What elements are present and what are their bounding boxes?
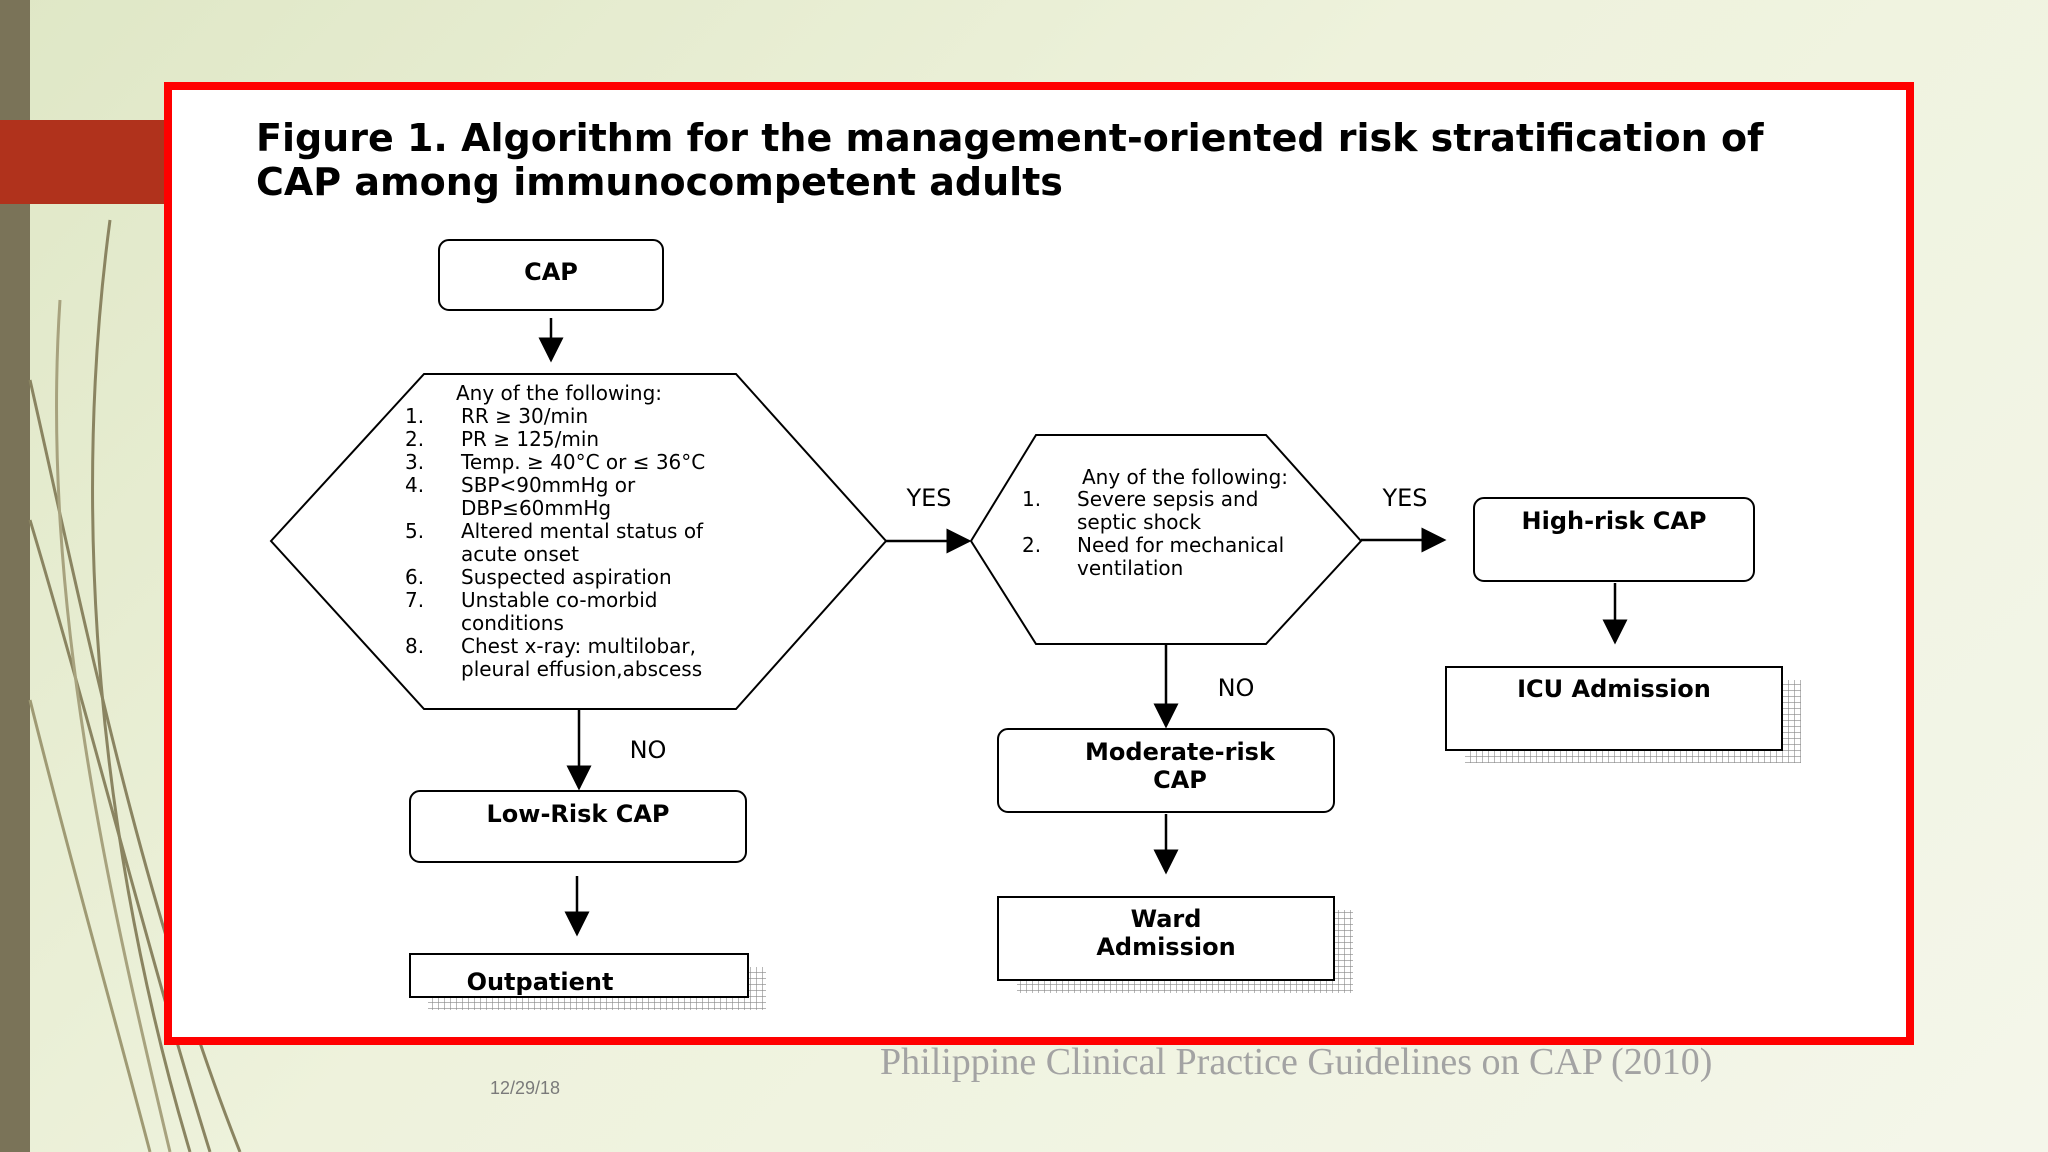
criterion-number: 5. bbox=[405, 519, 424, 543]
criterion-text: PR ≥ 125/min bbox=[461, 427, 599, 451]
criterion-number: 7. bbox=[405, 588, 424, 612]
high-risk-box bbox=[1473, 497, 1755, 582]
criterion-text: Temp. ≥ 40°C or ≤ 36°C bbox=[460, 450, 705, 474]
yes-label-1: YES bbox=[905, 484, 951, 512]
criterion-text: septic shock bbox=[1077, 510, 1202, 534]
criterion-text: pleural effusion,abscess bbox=[461, 657, 702, 681]
outpatient-label: Outpatient bbox=[467, 968, 614, 996]
cap-start-box bbox=[438, 239, 664, 311]
slide-date: 12/29/18 bbox=[490, 1078, 561, 1098]
yes-label-2: YES bbox=[1381, 484, 1427, 512]
criterion-text: RR ≥ 30/min bbox=[461, 404, 588, 428]
decision1-criteria: 1. RR ≥ 30/min 2. PR ≥ 125/min 3. Temp. ≥ 40°… bbox=[405, 404, 705, 681]
figure-title-line-2: CAP among immunocompetent adults bbox=[256, 160, 1063, 204]
moderate-risk-label-1: Moderate-risk bbox=[1085, 738, 1276, 766]
criterion-number: 2. bbox=[1022, 533, 1041, 557]
criterion-number: 1. bbox=[1022, 487, 1041, 511]
criterion-text: Altered mental status of bbox=[461, 519, 704, 543]
decision1-header: Any of the following: bbox=[456, 381, 662, 405]
cap-start-label: CAP bbox=[524, 258, 578, 286]
icu-label: ICU Admission bbox=[1517, 675, 1711, 703]
criterion-number: 4. bbox=[405, 473, 424, 497]
moderate-risk-box bbox=[997, 728, 1335, 813]
icu-box bbox=[1445, 666, 1783, 751]
decision2-header: Any of the following: bbox=[1082, 465, 1288, 489]
high-risk-label: High-risk CAP bbox=[1522, 507, 1707, 535]
figure-title-line-1: Figure 1. Algorithm for the management-o… bbox=[256, 116, 1764, 160]
criterion-text: conditions bbox=[461, 611, 564, 635]
figure-title: Figure 1. Algorithm for the management-o… bbox=[256, 116, 1856, 204]
low-risk-label: Low-Risk CAP bbox=[487, 800, 670, 828]
criterion-text: Unstable co-morbid bbox=[461, 588, 657, 612]
criterion-text: Severe sepsis and bbox=[1077, 487, 1258, 511]
moderate-risk-label-2: CAP bbox=[1153, 766, 1207, 794]
decorative-swooshes bbox=[28, 219, 242, 1152]
source-citation: Philippine Clinical Practice Guidelines … bbox=[880, 1041, 1713, 1083]
criterion-text: Suspected aspiration bbox=[461, 565, 672, 589]
criterion-text: SBP<90mmHg or bbox=[461, 473, 636, 497]
criterion-number: 6. bbox=[405, 565, 424, 589]
criterion-number: 8. bbox=[405, 634, 424, 658]
criterion-number: 1. bbox=[405, 404, 424, 428]
ward-label-1: Ward bbox=[1131, 905, 1202, 933]
criterion-text: Chest x-ray: multilobar, bbox=[461, 634, 696, 658]
ward-box bbox=[997, 896, 1335, 981]
criterion-text: ventilation bbox=[1077, 556, 1183, 580]
criterion-text: Need for mechanical bbox=[1077, 533, 1284, 557]
no-label-2: NO bbox=[1218, 674, 1255, 702]
no-label-1: NO bbox=[630, 736, 667, 764]
criterion-number: 2. bbox=[405, 427, 424, 451]
criterion-number: 3. bbox=[405, 450, 424, 474]
ward-label-2: Admission bbox=[1096, 933, 1235, 961]
criterion-text: acute onset bbox=[461, 542, 579, 566]
accent-bar bbox=[0, 120, 168, 204]
low-risk-box bbox=[409, 790, 747, 863]
outpatient-box bbox=[409, 953, 749, 998]
criterion-text: DBP≤60mmHg bbox=[461, 496, 611, 520]
